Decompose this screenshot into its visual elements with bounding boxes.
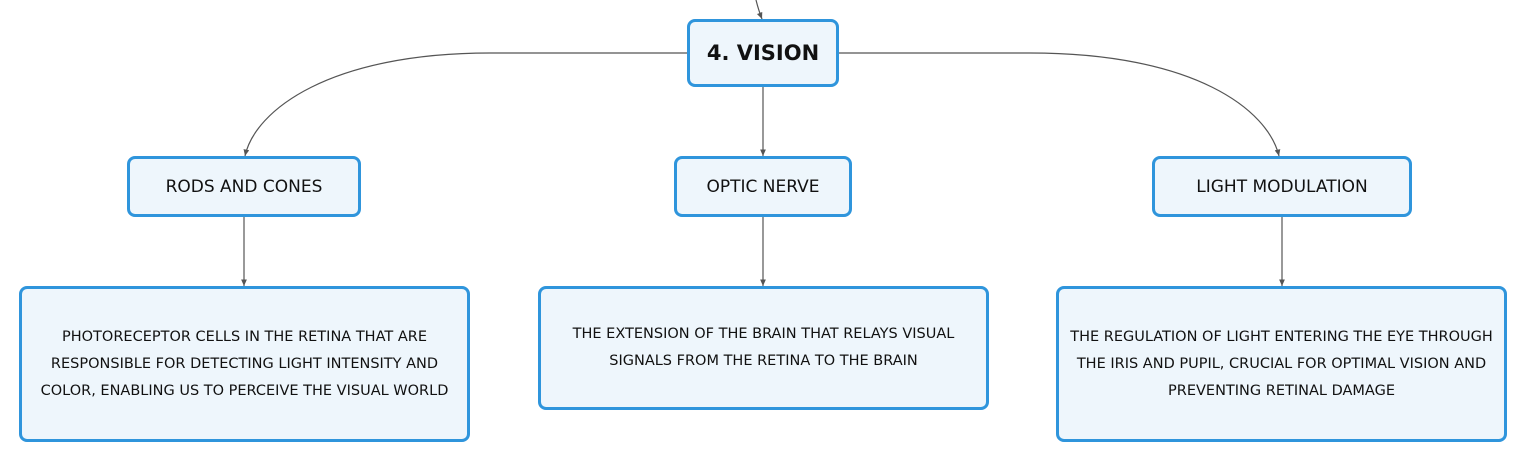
connector-from-parent (755, 0, 763, 20)
topic-node-light-modulation[interactable]: LIGHT MODULATION (1152, 156, 1412, 217)
description-node-optic-nerve[interactable]: THE EXTENSION OF THE BRAIN THAT RELAYS V… (538, 286, 989, 410)
connector-root-rods (243, 52, 687, 157)
root-node-label: 4. VISION (706, 41, 820, 65)
topic-label-optic-nerve: OPTIC NERVE (706, 176, 820, 197)
description-node-light-modulation[interactable]: THE REGULATION OF LIGHT ENTERING THE EYE… (1056, 286, 1507, 442)
description-text-optic-nerve: THE EXTENSION OF THE BRAIN THAT RELAYS V… (572, 326, 955, 369)
topic-node-rods-and-cones[interactable]: RODS AND CONES (127, 156, 361, 217)
description-text-light-modulation: THE REGULATION OF LIGHT ENTERING THE EYE… (1070, 328, 1493, 399)
topic-label-light-modulation: LIGHT MODULATION (1196, 176, 1368, 197)
topic-label-rods-and-cones: RODS AND CONES (165, 176, 323, 197)
description-text-rods-and-cones: PHOTORECEPTOR CELLS IN THE RETINA THAT A… (40, 328, 449, 399)
connector-root-light (839, 52, 1281, 157)
topic-node-optic-nerve[interactable]: OPTIC NERVE (674, 156, 852, 217)
root-node-vision[interactable]: 4. VISION (687, 19, 839, 87)
description-node-rods-and-cones[interactable]: PHOTORECEPTOR CELLS IN THE RETINA THAT A… (19, 286, 470, 442)
